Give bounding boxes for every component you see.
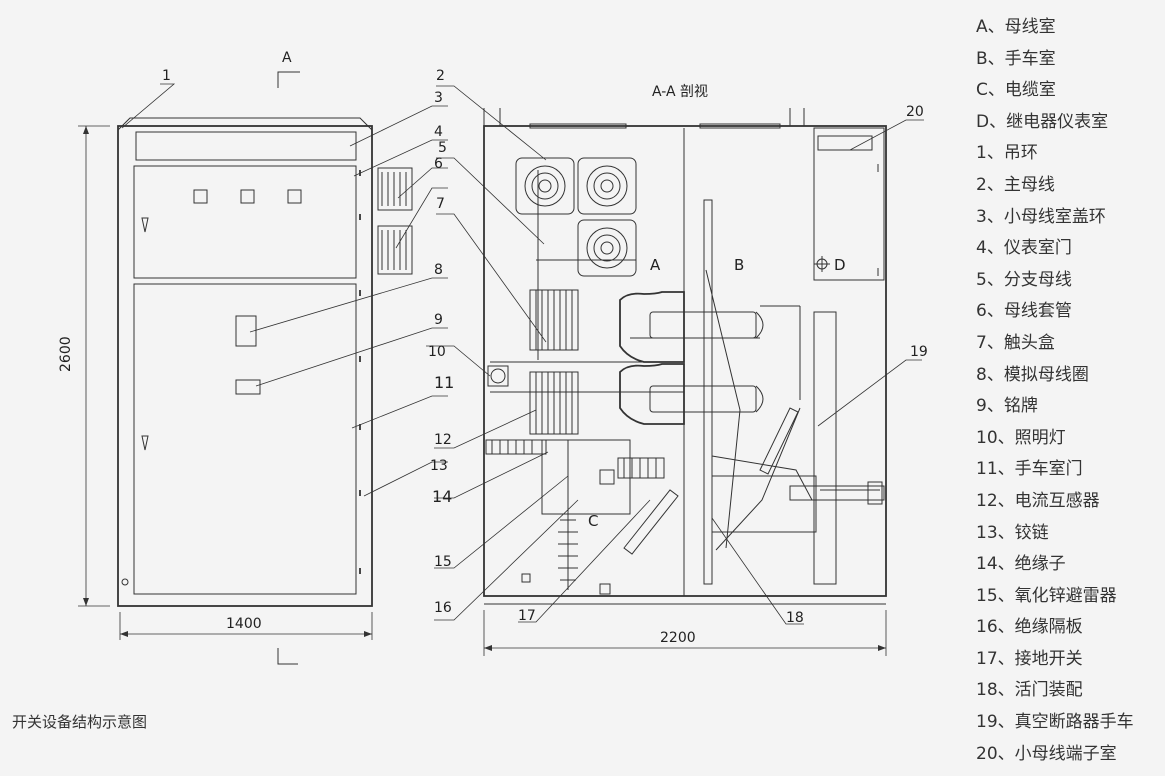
callout-18: 18 <box>786 610 804 626</box>
legend-item: A、母线室 <box>976 17 1056 37</box>
legend-item: 13、铰链 <box>976 522 1049 543</box>
legend-item: 12、电流互感器 <box>976 490 1100 511</box>
mimic-bus-plate <box>235 315 257 347</box>
callout-14: 14 <box>432 487 452 506</box>
bushing-group <box>377 167 413 275</box>
callouts: 1 2 3 4 5 6 7 8 9 10 11 12 13 14 15 16 1… <box>121 68 928 626</box>
callout-8: 8 <box>434 262 443 278</box>
small-busbar-cover <box>135 131 357 161</box>
lamp-icon <box>490 368 506 384</box>
section-title: A-A 剖视 <box>652 84 708 100</box>
legend-item: 14、绝缘子 <box>976 554 1066 575</box>
legend-list: A、母线室 B、手车室 C、电缆室 D、继电器仪表室 1、吊环 2、主母线 3、… <box>976 12 1134 770</box>
legend-item: 6、母线套管 <box>976 301 1072 322</box>
dim-width: 1400 <box>226 616 262 632</box>
legend-item: 3、小母线室盖环 <box>976 206 1106 227</box>
callout-20: 20 <box>906 104 924 120</box>
legend-item: 10、照明灯 <box>976 427 1066 448</box>
callout-1: 1 <box>162 68 171 84</box>
callout-12: 12 <box>434 432 452 448</box>
section-outline <box>483 125 887 597</box>
breaker-truck-body <box>711 475 817 533</box>
legend-item: 1、吊环 <box>976 143 1038 164</box>
nameplate <box>235 379 261 395</box>
legend-item: 16、绝缘隔板 <box>976 617 1083 638</box>
legend-item: 5、分支母线 <box>976 269 1072 290</box>
section-marker-top: A <box>282 50 292 66</box>
legend-item: 4、仪表室门 <box>976 238 1072 259</box>
legend-item: 7、触头盒 <box>976 332 1055 353</box>
callout-6: 6 <box>434 156 443 172</box>
meter-window <box>193 189 208 204</box>
front-view: A 2600 1400 <box>58 50 413 665</box>
chamber-b-label: B <box>734 256 744 274</box>
legend-item: 9、铭牌 <box>976 396 1038 417</box>
legend-item: C、电缆室 <box>976 80 1056 101</box>
legend-item: 20、小母线端子室 <box>976 743 1117 764</box>
callout-17: 17 <box>518 608 536 624</box>
truck-door <box>133 283 357 595</box>
callout-2: 2 <box>436 68 445 84</box>
callout-11: 11 <box>434 373 454 392</box>
main-busbar <box>515 157 637 277</box>
legend-item: 11、手车室门 <box>976 459 1083 480</box>
section-dim-width: 2200 <box>660 630 696 646</box>
section-view: A-A 剖视 <box>483 84 887 656</box>
diagram-caption: 开关设备结构示意图 <box>12 713 148 731</box>
callout-13: 13 <box>430 458 448 474</box>
meter-window <box>240 189 255 204</box>
dim-height: 2600 <box>58 336 74 372</box>
callout-5: 5 <box>438 140 447 156</box>
callout-19: 19 <box>910 344 928 360</box>
legend-item: 17、接地开关 <box>976 648 1083 669</box>
lower-spout <box>619 363 685 425</box>
front-cabinet-outline <box>117 125 373 607</box>
chamber-c-label: C <box>588 512 598 530</box>
legend-item: B、手车室 <box>976 48 1056 69</box>
callout-4: 4 <box>434 124 443 140</box>
callout-7: 7 <box>436 196 445 212</box>
legend-item: D、继电器仪表室 <box>976 111 1109 132</box>
callout-9: 9 <box>434 312 443 328</box>
callout-3: 3 <box>434 90 443 106</box>
meter-window <box>287 189 302 204</box>
callout-15: 15 <box>434 554 452 570</box>
legend-item: 18、活门装配 <box>976 680 1083 701</box>
callout-16: 16 <box>434 600 452 616</box>
cable-room <box>485 439 679 595</box>
instrument-door <box>133 165 357 279</box>
door-handle-icon <box>141 435 149 451</box>
legend-item: 2、主母线 <box>976 174 1055 195</box>
relay-room <box>813 127 885 281</box>
legend-item: 15、氧化锌避雷器 <box>976 585 1117 606</box>
contact-box <box>529 289 579 435</box>
upper-spout <box>619 291 685 363</box>
door-handle-icon <box>141 217 149 233</box>
callout-10: 10 <box>428 344 446 360</box>
chamber-a-label: A <box>650 256 661 274</box>
legend-item: 19、真空断路器手车 <box>976 712 1134 733</box>
chamber-d-label: D <box>834 256 846 274</box>
legend-item: 8、模拟母线圈 <box>976 364 1089 385</box>
